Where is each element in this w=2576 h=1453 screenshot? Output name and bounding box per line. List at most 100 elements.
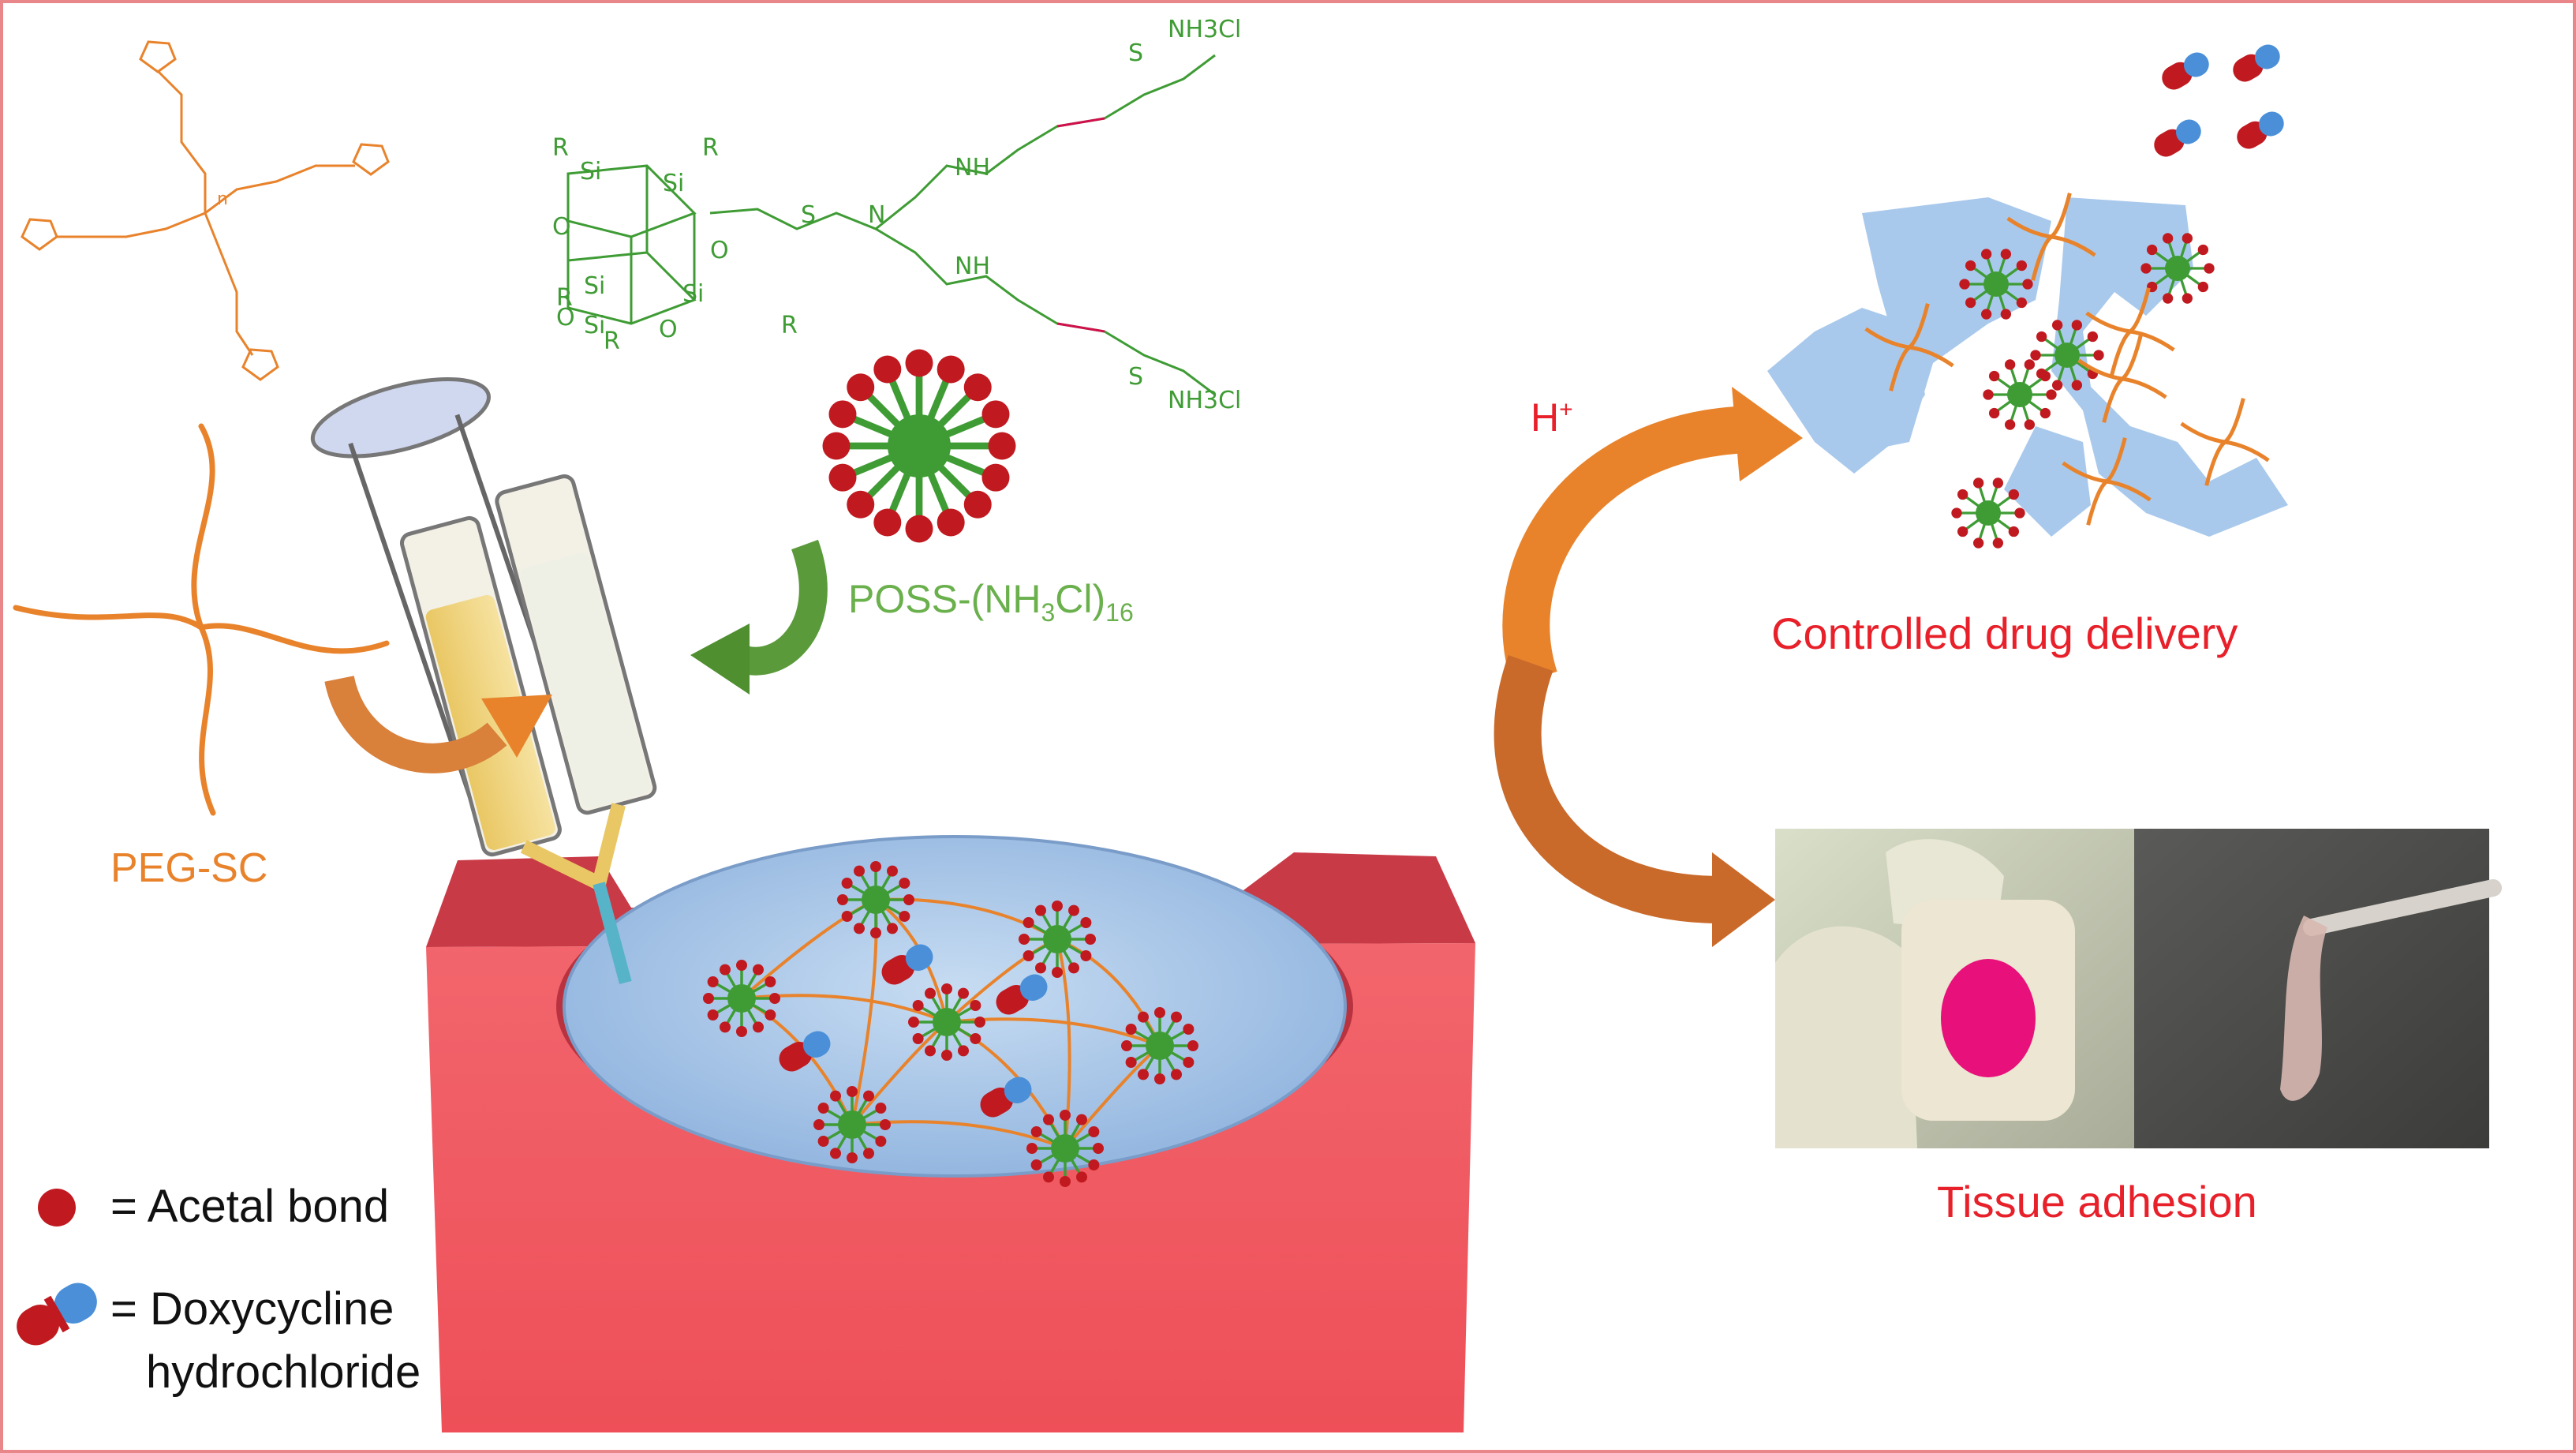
acetal-bead (1030, 1159, 1042, 1170)
acetal-bead (2071, 320, 2083, 331)
release-network (1864, 193, 2270, 549)
poss-star (2140, 233, 2215, 304)
legend-acetal-icon (38, 1189, 76, 1226)
adhered-tissue-strip (2280, 916, 2327, 1101)
si-atom: Si (584, 272, 606, 300)
acetal-bead (1983, 389, 1994, 400)
capsule-red-half (996, 985, 1030, 1015)
acetal-bead (1085, 934, 1096, 945)
acetal-bead (2000, 309, 2012, 320)
acetal-bead (1187, 1040, 1198, 1051)
poss-star (1983, 359, 2057, 430)
acetal-bead (2039, 370, 2051, 382)
peg-branch (2129, 329, 2175, 352)
acetal-bead (905, 515, 933, 543)
capsule-blue-half (2258, 111, 2284, 137)
acetal-bead (847, 490, 875, 519)
arrow-poss-to-syringe (690, 539, 828, 695)
acetal-bead (2093, 350, 2104, 361)
acetal-bead (2008, 526, 2020, 537)
acetal-bead (1060, 1110, 1071, 1121)
legend-capsule-icon (17, 1283, 97, 1346)
acetal-bead (1957, 526, 1968, 537)
acetal-bead (2004, 359, 2016, 370)
acetal-bead (963, 490, 992, 519)
r-group: R (781, 312, 798, 339)
acetal-bead (847, 1152, 858, 1163)
acetal-bead (817, 1103, 829, 1114)
acetal-bead (2016, 260, 2028, 272)
acetal-bead (958, 1045, 969, 1057)
capsule-blue-half (2183, 52, 2209, 77)
acetal-bead (1076, 1171, 1087, 1183)
acetal-bead (2030, 350, 2041, 361)
poss-arm-upper (709, 54, 1216, 230)
acetal-bead (875, 1136, 887, 1147)
peg-branch (2129, 287, 2151, 333)
capsule (2154, 119, 2201, 157)
acetal-bead (1068, 962, 1079, 974)
acetal-bead (830, 1090, 841, 1102)
peg-branch (1909, 345, 1954, 368)
acetal-bead (899, 878, 910, 889)
poss-core (1051, 1134, 1079, 1163)
s-atom: S (801, 201, 817, 229)
acetal-bead (988, 432, 1016, 460)
capsule (2233, 44, 2280, 82)
h-plus-label: H+ (1531, 395, 1573, 440)
poss-core (2054, 343, 2080, 368)
acetal-bead (1019, 934, 1030, 945)
acetal-link-lower (1056, 322, 1105, 333)
poss-core (2165, 256, 2190, 281)
acetal-bead (2022, 279, 2033, 290)
acetal-bead (1980, 249, 1992, 260)
acetal-bead (2046, 389, 2057, 400)
capsule-blue-half (2254, 44, 2280, 69)
poss-label: POSS-(NH3Cl)16 (848, 576, 1134, 627)
nh3cl-lower: NH3Cl (1168, 387, 1242, 414)
acetal-bead (887, 923, 898, 934)
acetal-bead (2204, 263, 2215, 274)
peg-sc-label: PEG-SC (110, 845, 268, 891)
r-group: R (556, 284, 573, 312)
capsule-blue-half (802, 1031, 831, 1058)
gel-fragment-4 (2004, 426, 2091, 537)
poss-core (1983, 272, 2009, 297)
o-atom: O (552, 213, 571, 241)
acetal-bead (2162, 293, 2174, 304)
acetal-bead (2008, 489, 2020, 500)
acetal-bead (1093, 1143, 1104, 1154)
acetal-bead (1080, 917, 1092, 928)
acetal-bead (2071, 380, 2083, 391)
controlled-drug-delivery-label: Controlled drug delivery (1771, 609, 2238, 658)
peg-branch (2062, 461, 2107, 484)
peg-chem-chain (156, 69, 207, 213)
peg-chem-chain (204, 164, 355, 215)
double-syringe (310, 376, 657, 984)
r-group: R (604, 328, 620, 355)
acetal-bead (974, 1017, 985, 1028)
legend-doxy-line2: hydrochloride (146, 1346, 421, 1398)
peg-branch (2105, 437, 2127, 483)
acetal-bead (908, 1017, 919, 1028)
acetal-bead (1951, 507, 1962, 519)
capsule-red-half (881, 955, 915, 985)
acetal-bead (970, 1000, 981, 1011)
acetal-bead (981, 400, 1010, 429)
peg-star (13, 423, 390, 816)
acetal-bead (958, 987, 969, 999)
gel-fragment-3 (2051, 197, 2288, 537)
acetal-bead (981, 463, 1010, 492)
acetal-bead (707, 976, 719, 987)
acetal-bead (873, 355, 902, 384)
acetal-bead (1988, 370, 2000, 382)
acetal-bead (970, 1033, 981, 1044)
poss-star (908, 983, 985, 1061)
acetal-bead (1959, 279, 1970, 290)
poss-cage-bottom (566, 251, 697, 325)
capsule (2237, 111, 2284, 149)
acetal-bead (2004, 419, 2016, 430)
capsule-blue-half (1019, 974, 1048, 1001)
acetal-bead (903, 894, 914, 905)
